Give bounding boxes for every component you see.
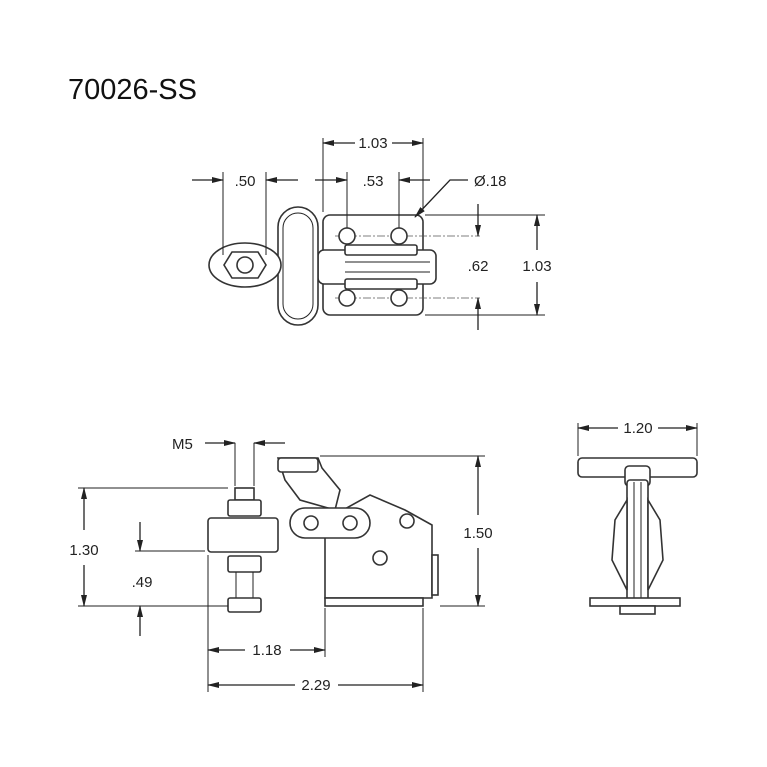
clamp-body [626,479,649,601]
dim-overall-length: 2.29 [301,677,330,694]
mount-hole [338,227,356,245]
dim-hole-diameter: Ø.18 [474,173,507,190]
base [324,597,424,607]
handle [277,206,319,326]
mount-hole [338,289,356,307]
hex-nut [227,555,262,573]
side-view: M5 1.30 .49 1.50 1.18 2.29 [69,436,492,694]
hex-nut [227,499,262,517]
dim-spindle-reach: 1.18 [252,642,281,659]
dim-spindle-offset: .49 [132,574,153,591]
dim-thread: M5 [172,436,193,453]
dim-overall-depth: 1.03 [522,258,551,275]
dim-handle-width: 1.20 [623,420,652,437]
dim-spindle-height: 1.30 [69,542,98,559]
end-view: 1.20 [577,420,698,615]
spindle-pad [227,597,262,613]
mount-hole [390,289,408,307]
mount-hole [390,227,408,245]
top-view: 1.03 .50 .53 Ø.18 .62 1.03 [192,135,552,330]
dim-overall-height: 1.50 [463,525,492,542]
link-arm [289,507,371,539]
dim-hole-spacing-x: .53 [363,173,384,190]
part-number-title: 70026-SS [68,74,197,106]
dim-overall-width: 1.03 [358,135,387,152]
base [589,597,681,607]
dim-handle-offset: .50 [235,173,256,190]
spindle-holder [207,517,279,553]
dim-hole-spacing-y: .62 [468,258,489,275]
